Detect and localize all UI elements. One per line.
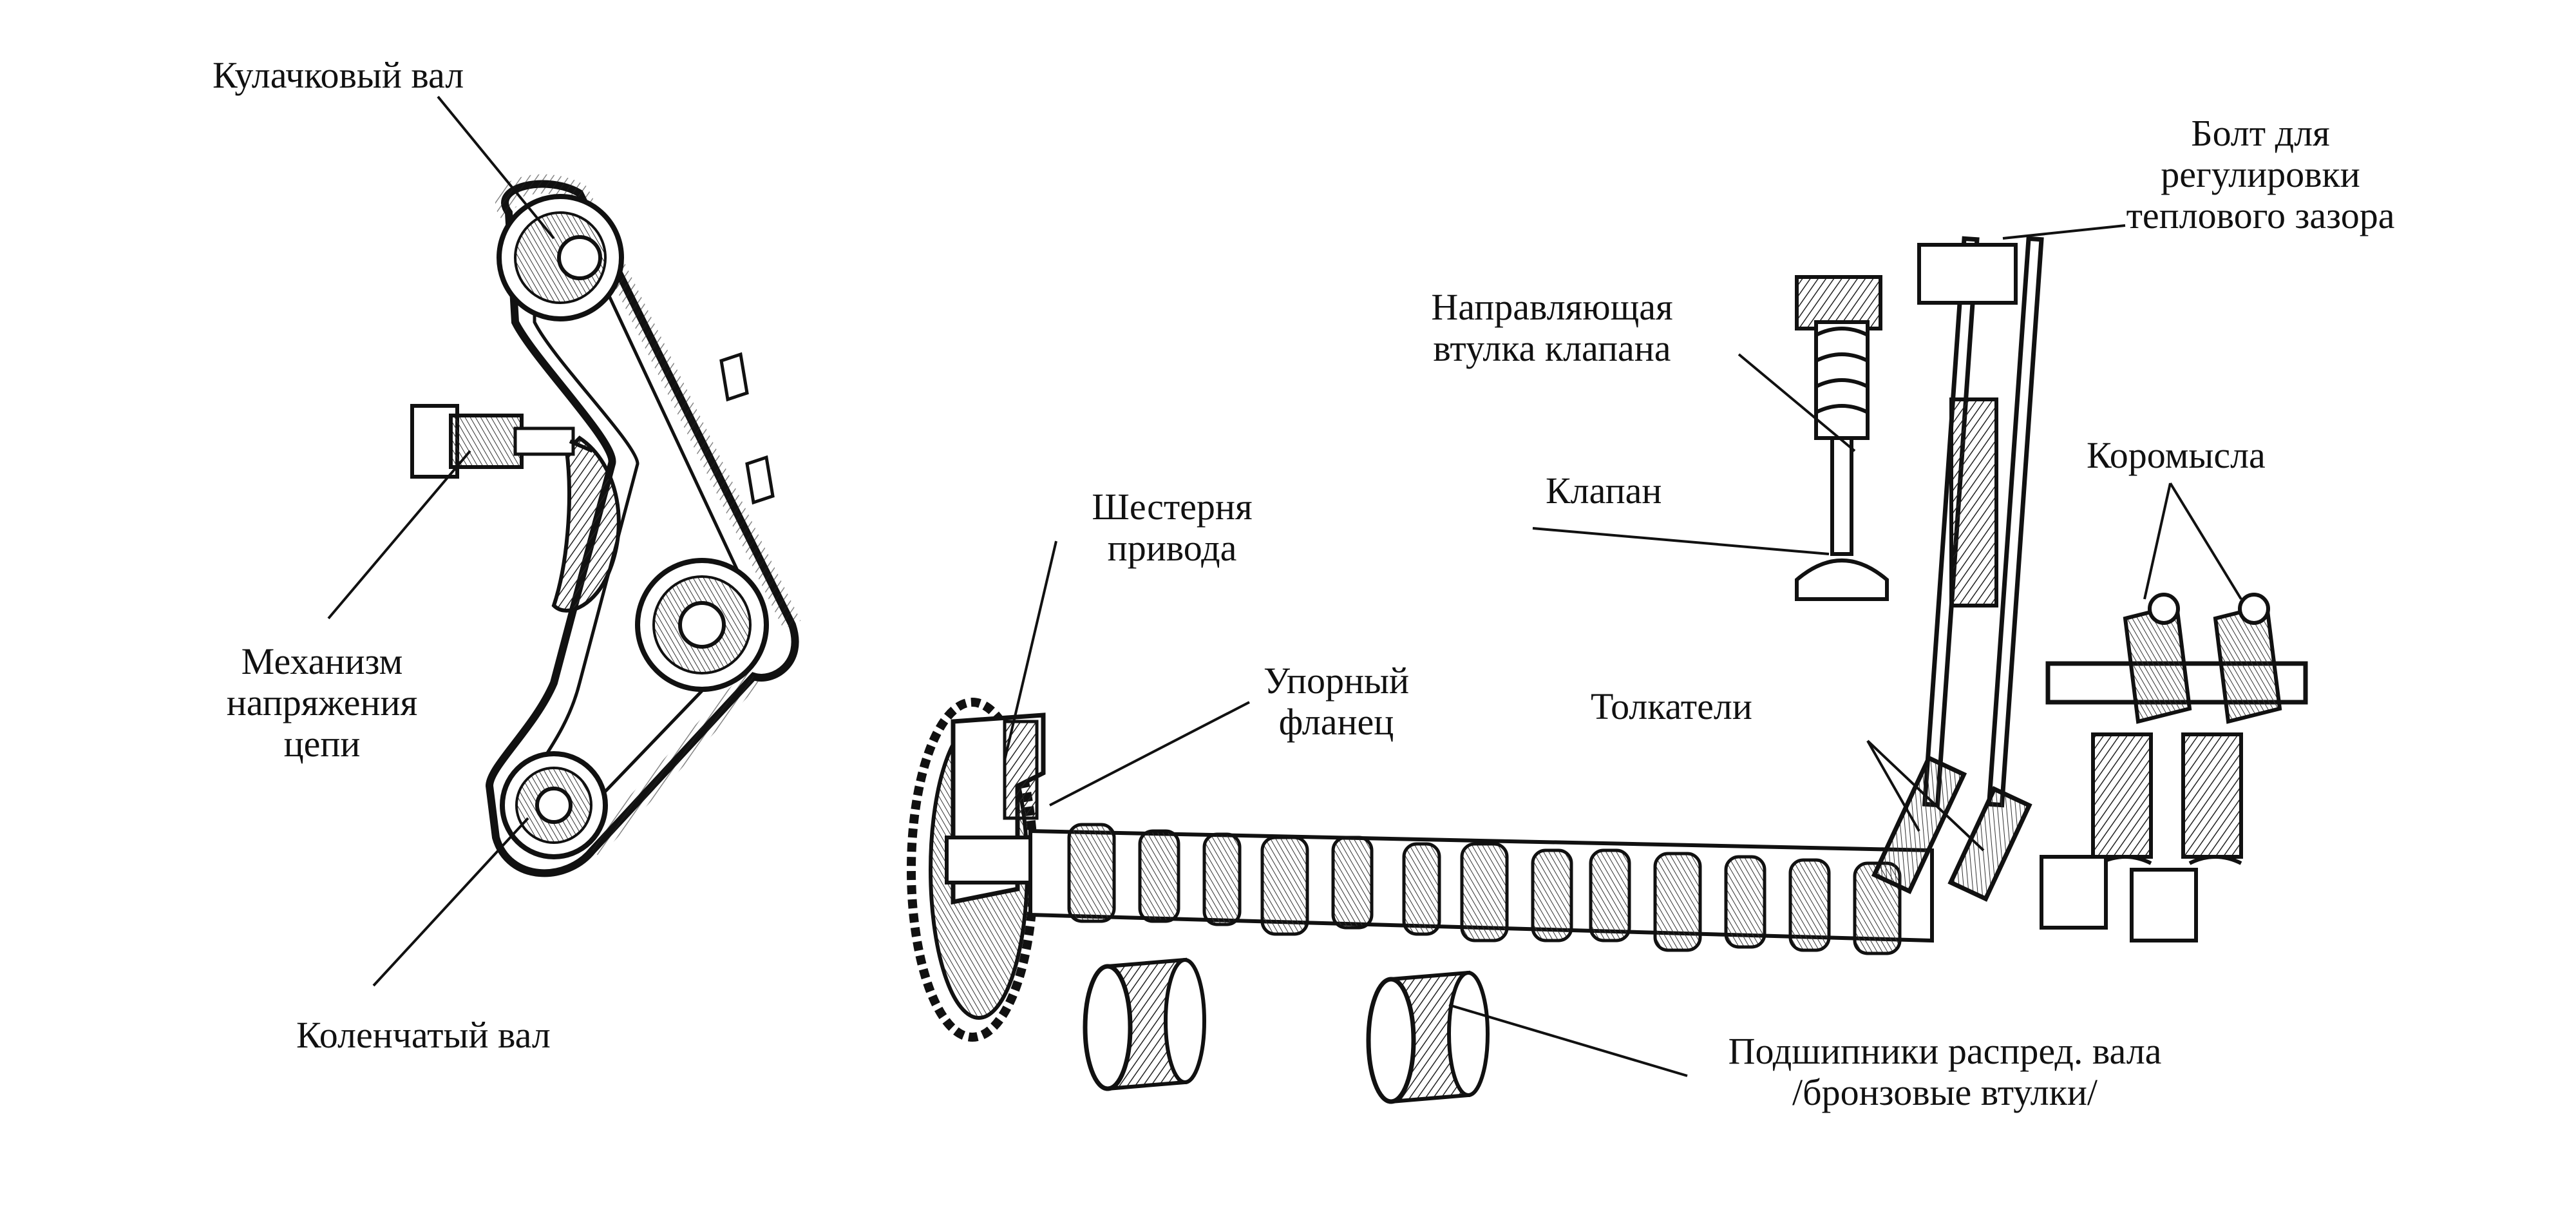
bearing-bushing-1 bbox=[1083, 957, 1206, 1091]
camshaft-assembly bbox=[907, 236, 2308, 1104]
label-camshaft: Кулачковый вал bbox=[213, 54, 464, 96]
label-camshaft-bearings-line1: Подшипники распред. вала bbox=[1728, 1030, 2162, 1072]
label-adjust-bolt-line2: регулировки bbox=[2161, 153, 2360, 195]
label-thrust-flange: Упорный фланец bbox=[1217, 660, 1455, 743]
label-adjust-bolt: Болт для регулировки теплового зазора bbox=[2067, 113, 2454, 236]
label-pushrods: Толкатели bbox=[1591, 685, 1752, 727]
label-chain-tensioner-line3: цепи bbox=[283, 723, 361, 765]
label-thrust-flange-line2: фланец bbox=[1278, 701, 1394, 743]
valve-assembly bbox=[1795, 243, 2018, 607]
label-chain-tensioner: Механизм напряжения цепи bbox=[180, 641, 464, 765]
leader-lines-left bbox=[327, 95, 555, 987]
rocker-arms bbox=[2040, 593, 2308, 942]
label-drive-gear-line1: Шестерня bbox=[1092, 486, 1253, 528]
leader-lines-right bbox=[1003, 224, 2242, 1077]
label-chain-tensioner-line2: напряжения bbox=[226, 682, 418, 723]
label-valve: Клапан bbox=[1546, 470, 1662, 512]
label-adjust-bolt-line1: Болт для bbox=[2191, 112, 2330, 154]
label-adjust-bolt-line3: теплового зазора bbox=[2126, 195, 2395, 236]
label-camshaft-bearings: Подшипники распред. вала /бронзовые втул… bbox=[1662, 1031, 2228, 1113]
drive-gear bbox=[907, 698, 1046, 1042]
label-camshaft-bearings-line2: /бронзовые втулки/ bbox=[1792, 1071, 2098, 1113]
label-drive-gear: Шестерня привода bbox=[1050, 486, 1294, 569]
label-valve-guide-line1: Направляющая bbox=[1431, 286, 1673, 328]
timing-chain-assembly bbox=[410, 174, 801, 877]
bearing-bushing-2 bbox=[1366, 970, 1490, 1104]
label-chain-tensioner-line1: Механизм bbox=[241, 640, 403, 682]
camshaft-lobes bbox=[1067, 823, 1902, 955]
label-rocker-arms: Коромысла bbox=[2087, 434, 2266, 476]
tensioner-shoe bbox=[551, 435, 621, 613]
tensioner-bolt bbox=[410, 404, 594, 479]
label-valve-guide: Направляющая втулка клапана bbox=[1385, 287, 1719, 369]
label-thrust-flange-line1: Упорный bbox=[1263, 660, 1410, 702]
label-valve-guide-line2: втулка клапана bbox=[1433, 327, 1671, 369]
label-drive-gear-line2: привода bbox=[1107, 527, 1237, 569]
label-crankshaft: Коленчатый вал bbox=[296, 1014, 551, 1056]
